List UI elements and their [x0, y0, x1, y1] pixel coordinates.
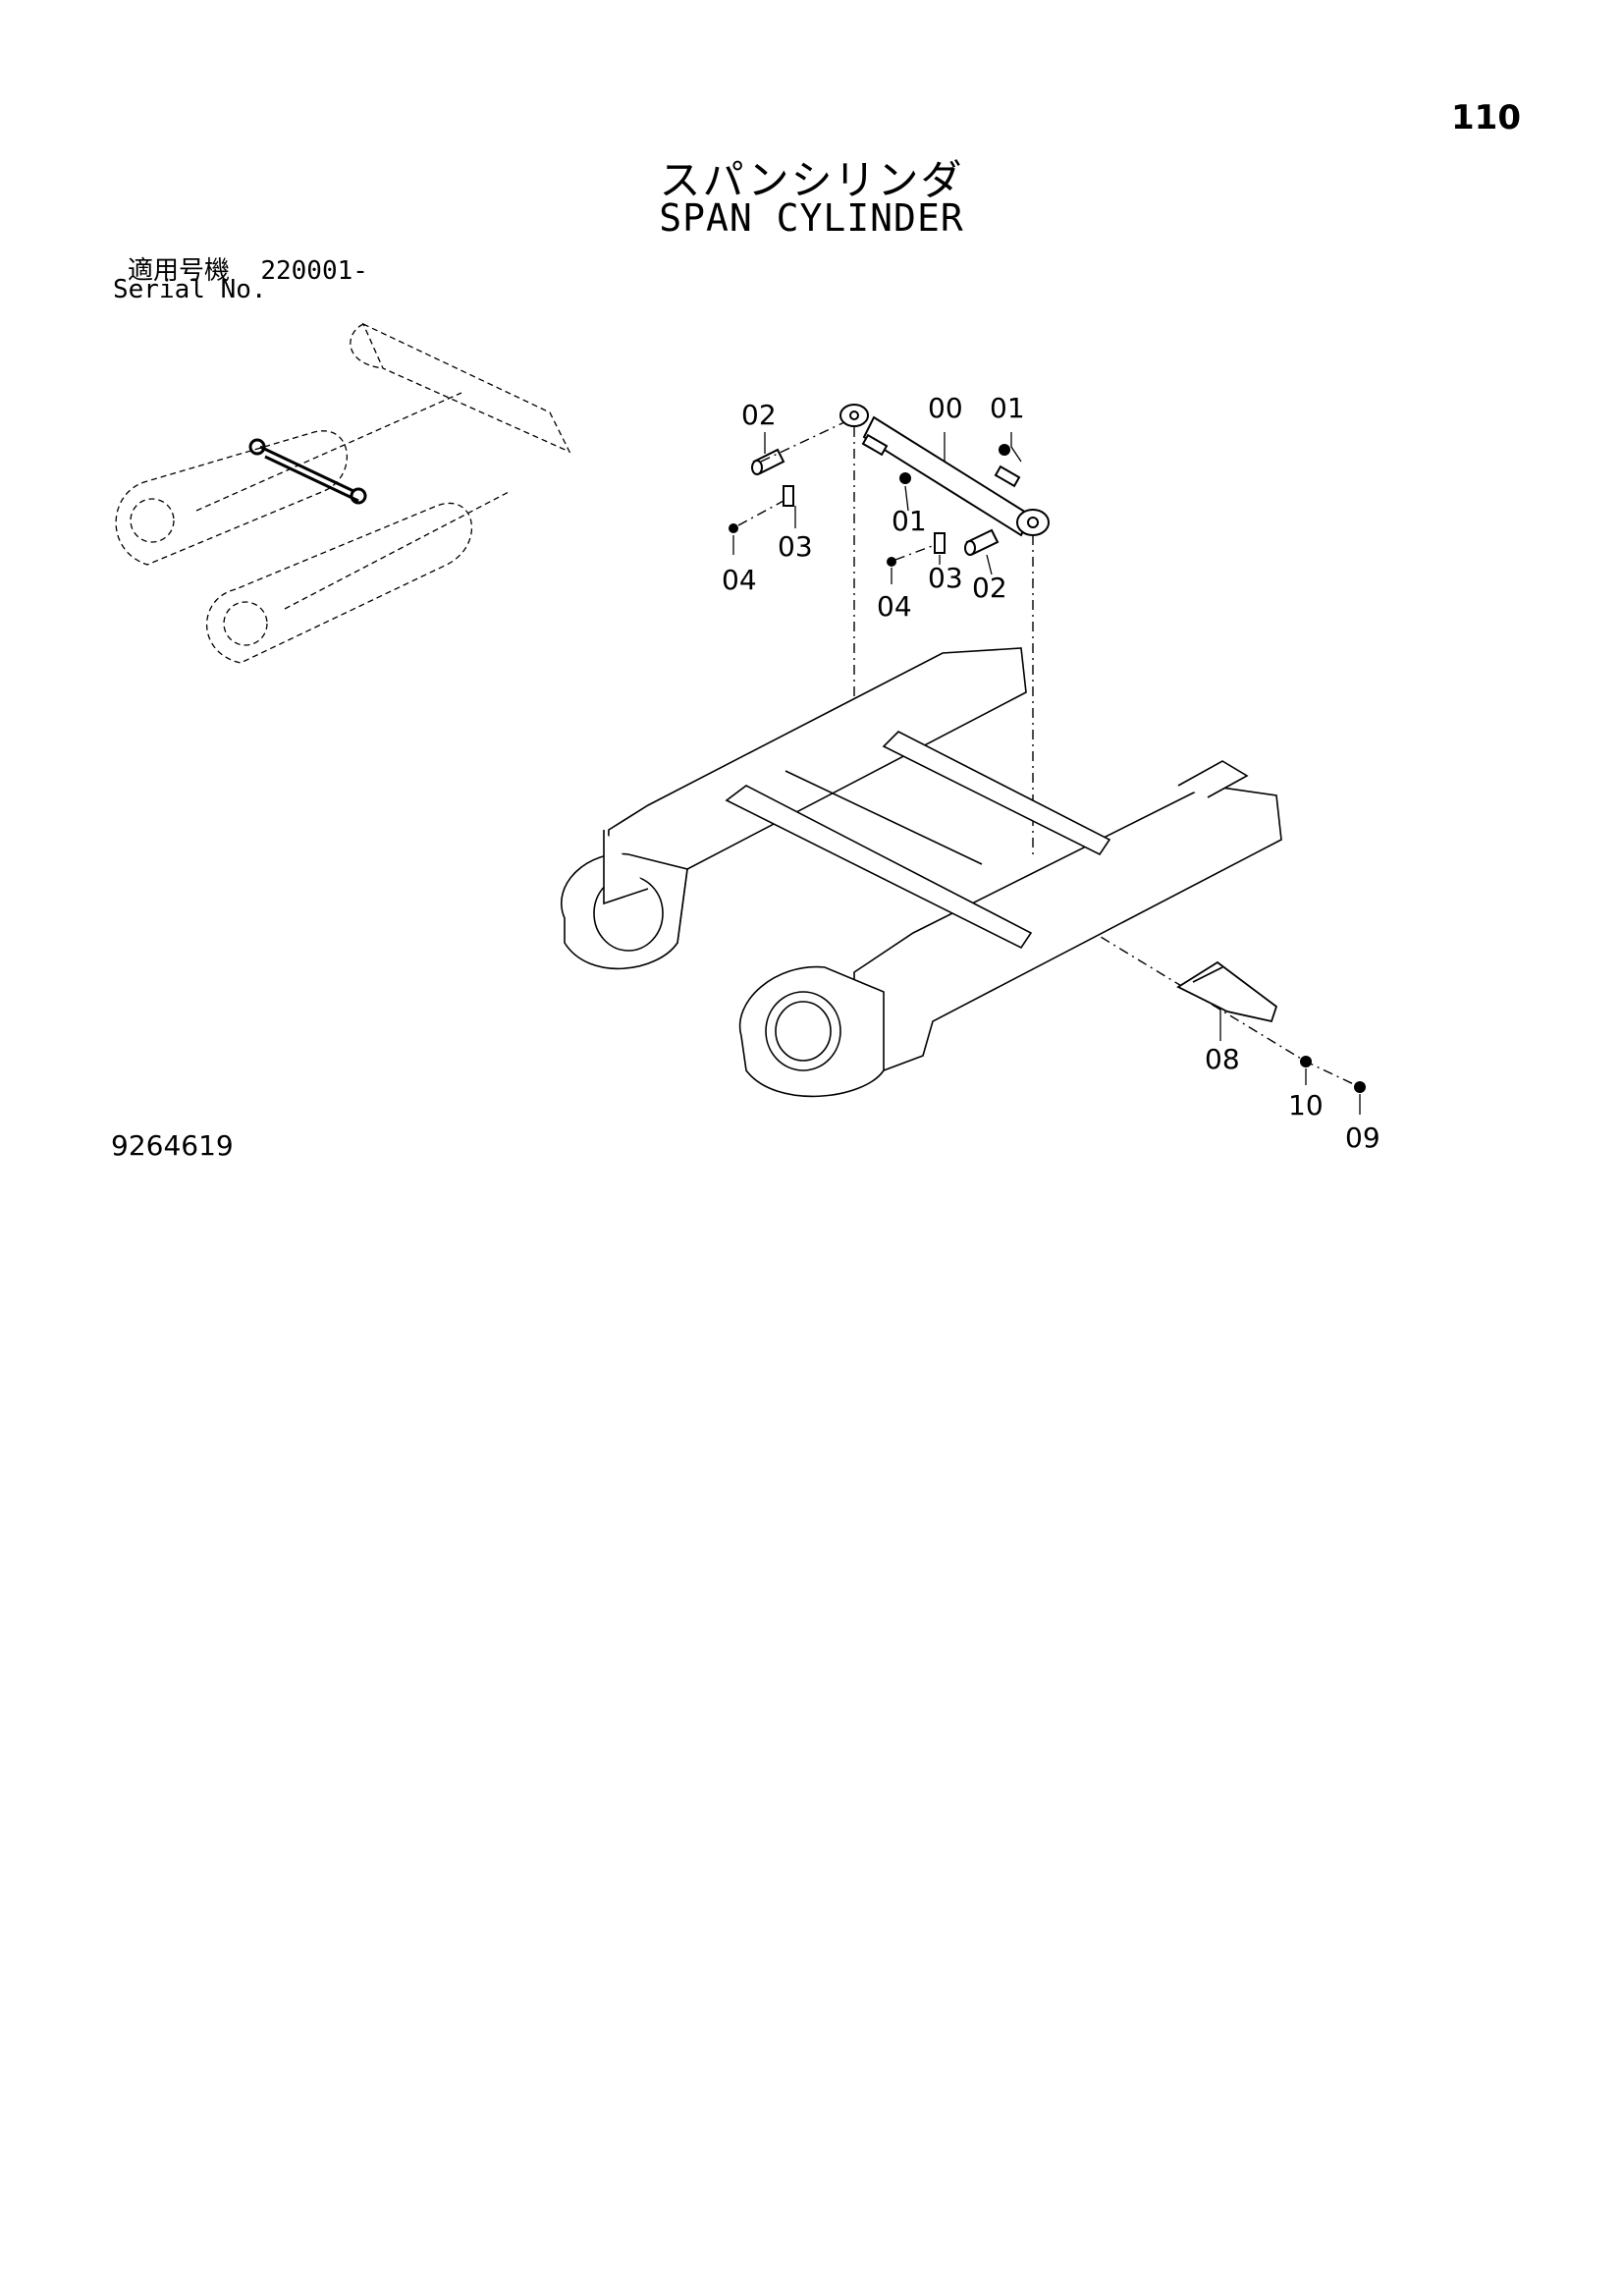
- overview-thumbnail: [115, 322, 571, 664]
- page-number: 110: [1451, 98, 1521, 137]
- callout-04-left: 04: [722, 564, 757, 596]
- track-frame-right: [738, 760, 1282, 1098]
- plate-03-right: [934, 532, 946, 554]
- callout-08: 08: [1205, 1043, 1240, 1075]
- bolt-04-right: [887, 557, 896, 567]
- callout-04-right: 04: [877, 590, 912, 623]
- overview-cylinder-highlight: [248, 438, 367, 505]
- callout-00: 00: [928, 392, 963, 424]
- serial-label-english: Serial No.: [113, 275, 267, 304]
- callout-09: 09: [1345, 1121, 1380, 1154]
- serial-number: 220001-: [260, 256, 368, 286]
- callout-10: 10: [1288, 1089, 1324, 1121]
- bolt-04-left: [729, 523, 738, 533]
- callout-03-left: 03: [778, 530, 813, 563]
- cross-members: [725, 731, 1111, 950]
- serial-label-jp-text: 適用号機: [128, 256, 231, 286]
- callout-03-right: 03: [928, 562, 963, 594]
- track-frame-left: [561, 647, 1027, 970]
- bolt-09: [1354, 1081, 1366, 1093]
- callout-01-mid: 01: [892, 505, 927, 537]
- bolt-01-mid: [899, 472, 911, 484]
- bolt-01-top: [999, 444, 1010, 456]
- guard-08: [1176, 960, 1278, 1023]
- title-japanese: スパンシリンダ: [659, 156, 964, 204]
- plate-03-left: [783, 485, 794, 507]
- callout-02-right: 02: [972, 572, 1007, 604]
- pin-02-left: [751, 448, 785, 475]
- serial-label-japanese: 適用号機 220001-: [128, 250, 368, 287]
- callout-01-top: 01: [990, 392, 1025, 424]
- callout-02-left-top: 02: [741, 399, 777, 431]
- pin-02-right: [964, 528, 1000, 556]
- document-number: 9264619: [111, 1129, 234, 1162]
- title-english: SPAN CYLINDER: [659, 196, 964, 240]
